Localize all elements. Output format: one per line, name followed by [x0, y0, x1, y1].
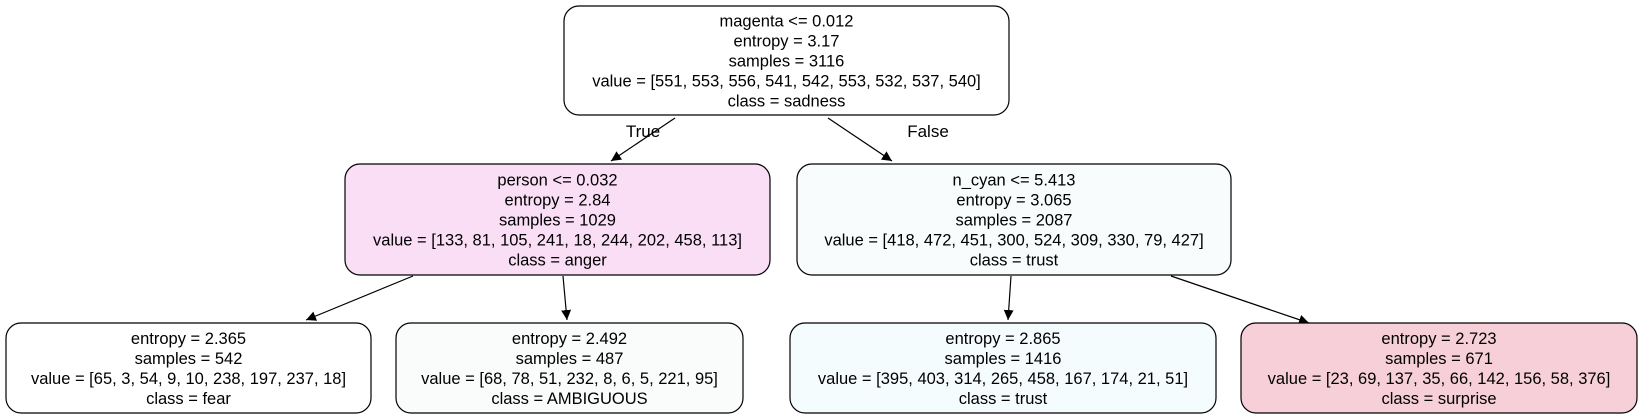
node-text-line: value = [65, 3, 54, 9, 10, 238, 197, 237… — [31, 370, 346, 388]
node-text-line: class = trust — [959, 390, 1048, 408]
node-text-line: entropy = 3.17 — [734, 33, 840, 51]
node-text-line: samples = 671 — [1385, 350, 1493, 368]
node-text-line: class = surprise — [1381, 390, 1496, 408]
node-text-line: entropy = 2.84 — [505, 192, 611, 210]
left-split-node-box — [344, 163, 771, 276]
node-text-line: value = [68, 78, 51, 232, 8, 6, 5, 221, … — [421, 370, 718, 388]
right-split-node-box — [796, 163, 1232, 276]
node-text-line: entropy = 3.065 — [956, 192, 1071, 210]
node-text-line: person <= 0.032 — [497, 172, 617, 190]
root-node: magenta <= 0.012 entropy = 3.17 samples = … — [563, 5, 1010, 116]
leaf-node-3-box — [789, 322, 1217, 414]
node-text-line: class = sadness — [728, 93, 846, 111]
node-text-line: class = trust — [970, 252, 1059, 270]
leaf-node-4: entropy = 2.723 samples = 671 value = [23,… — [1240, 322, 1638, 414]
leaf-node-1: entropy = 2.365 samples = 542 value = [65,… — [5, 322, 372, 414]
node-text-line: value = [395, 403, 314, 265, 458, 167, 1… — [818, 370, 1188, 388]
root-node-box — [563, 5, 1010, 116]
edge-right-to-leaf-4 — [1170, 275, 1310, 325]
node-text-line: value = [133, 81, 105, 241, 18, 244, 202… — [373, 232, 742, 250]
edge-left-to-leaf-1 — [305, 275, 414, 321]
leaf-node-2-box — [395, 322, 744, 414]
node-text-line: value = [551, 553, 556, 541, 542, 553, 5… — [592, 73, 981, 91]
left-split-node: person <= 0.032 entropy = 2.84 samples = 1… — [344, 163, 771, 276]
edges — [305, 117, 1310, 325]
node-text-line: samples = 487 — [516, 350, 624, 368]
leaf-node-2: entropy = 2.492 samples = 487 value = [68,… — [395, 322, 744, 414]
edge-left-to-leaf-2 — [561, 275, 572, 321]
edge-right-to-leaf-3 — [1003, 275, 1014, 321]
leaf-node-1-box — [5, 322, 372, 414]
leaf-node-3: entropy = 2.865 samples = 1416 value = [39… — [789, 322, 1217, 414]
node-text-line: samples = 2087 — [956, 212, 1073, 230]
edge-root-to-right — [827, 117, 893, 162]
node-text-line: magenta <= 0.012 — [720, 13, 854, 31]
edge-label-true: True — [626, 122, 660, 141]
node-text-line: entropy = 2.492 — [512, 330, 627, 348]
node-text-line: value = [418, 472, 451, 300, 524, 309, 3… — [824, 232, 1203, 250]
node-text-line: entropy = 2.723 — [1381, 330, 1496, 348]
node-text-line: samples = 1416 — [945, 350, 1062, 368]
node-text-line: samples = 3116 — [729, 53, 845, 71]
node-text-line: samples = 1029 — [499, 212, 616, 230]
node-text-line: samples = 542 — [135, 350, 243, 368]
edge-label-false: False — [907, 122, 949, 141]
leaf-node-4-box — [1240, 322, 1638, 414]
edge-root-to-left — [610, 117, 676, 162]
node-text-line: class = anger — [508, 252, 607, 270]
node-text-line: class = fear — [146, 390, 231, 408]
node-text-line: entropy = 2.865 — [945, 330, 1060, 348]
node-text-line: entropy = 2.365 — [131, 330, 246, 348]
right-split-node: n_cyan <= 5.413 entropy = 3.065 samples = … — [796, 163, 1232, 276]
node-text-line: value = [23, 69, 137, 35, 66, 142, 156, … — [1268, 370, 1611, 388]
node-text-line: class = AMBIGUOUS — [491, 390, 647, 408]
node-text-line: n_cyan <= 5.413 — [953, 172, 1076, 190]
